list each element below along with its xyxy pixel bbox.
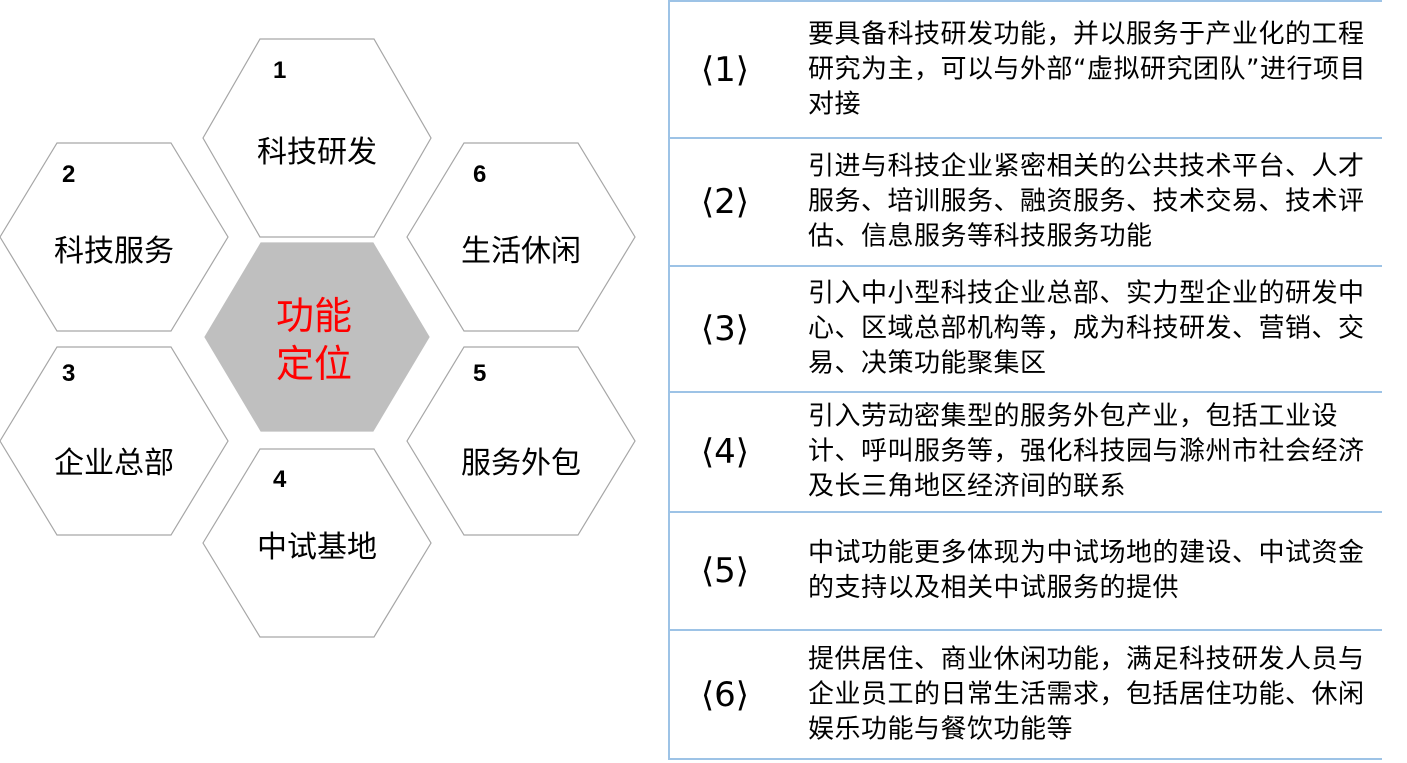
hex-2-tech-service: 2 科技服务 xyxy=(0,142,229,332)
table-row: ⟨4⟩ 引入劳动密集型的服务外包产业，包括工业设计、呼叫服务等，强化科技园与滁州… xyxy=(670,393,1382,513)
hex-label: 科技研发 xyxy=(257,135,377,170)
row-marker: ⟨6⟩ xyxy=(700,674,750,715)
table-row: ⟨5⟩ 中试功能更多体现为中试场地的建设、中试资金的支持以及相关中试服务的提供 xyxy=(670,513,1382,631)
hexagon-diagram: 1 科技研发 2 科技服务 6 生活休闲 功能 定位 3 企业总部 5 服务外包… xyxy=(0,38,636,638)
hex-number: 3 xyxy=(62,360,75,387)
row-marker: ⟨1⟩ xyxy=(700,49,750,90)
hex-number: 1 xyxy=(273,57,286,84)
table-row: ⟨6⟩ 提供居住、商业休闲功能，满足科技研发人员与企业员工的日常生活需求，包括居… xyxy=(670,631,1382,760)
hex-3-headquarters: 3 企业总部 xyxy=(0,346,229,536)
hex-5-outsourcing: 5 服务外包 xyxy=(406,346,636,536)
row-marker: ⟨2⟩ xyxy=(700,182,750,222)
hex-1-research: 1 科技研发 xyxy=(202,38,432,238)
table-row: ⟨3⟩ 引入中小型科技企业总部、实力型企业的研发中心、区域总部机构等，成为科技研… xyxy=(670,267,1382,393)
hex-number: 6 xyxy=(473,161,486,188)
hex-label: 中试基地 xyxy=(257,530,377,565)
hex-center-function: 功能 定位 xyxy=(204,242,430,432)
hex-4-pilot-base: 4 中试基地 xyxy=(202,448,432,638)
row-marker: ⟨3⟩ xyxy=(700,309,750,349)
row-marker: ⟨5⟩ xyxy=(700,551,750,591)
table-row: ⟨2⟩ 引进与科技企业紧密相关的公共技术平台、人才服务、培训服务、融资服务、技术… xyxy=(670,139,1382,267)
hex-label: 生活休闲 xyxy=(461,234,581,269)
hex-number: 2 xyxy=(62,161,75,188)
row-text: 中试功能更多体现为中试场地的建设、中试资金的支持以及相关中试服务的提供 xyxy=(808,538,1365,603)
hex-number: 5 xyxy=(473,360,486,387)
table-row: ⟨1⟩ 要具备科技研发功能，并以服务于产业化的工程研究为主，可以与外部“虚拟研究… xyxy=(670,2,1382,139)
hex-label: 服务外包 xyxy=(461,446,581,481)
row-text: 引入劳动密集型的服务外包产业，包括工业设计、呼叫服务等，强化科技园与滁州市社会经… xyxy=(808,401,1365,502)
hex-number: 4 xyxy=(273,466,287,493)
row-text: 引入中小型科技企业总部、实力型企业的研发中心、区域总部机构等，成为科技研发、营销… xyxy=(808,278,1365,379)
row-marker: ⟨4⟩ xyxy=(700,432,750,472)
center-label-line2: 定位 xyxy=(276,342,352,386)
row-text: 提供居住、商业休闲功能，满足科技研发人员与企业员工的日常生活需求，包括居住功能、… xyxy=(808,644,1365,744)
hex-label: 企业总部 xyxy=(54,446,174,481)
row-text: 引进与科技企业紧密相关的公共技术平台、人才服务、培训服务、融资服务、技术交易、技… xyxy=(808,151,1365,252)
row-text: 要具备科技研发功能，并以服务于产业化的工程研究为主，可以与外部“虚拟研究团队”进… xyxy=(808,19,1366,119)
hex-6-leisure: 6 生活休闲 xyxy=(406,142,636,332)
center-label-line1: 功能 xyxy=(276,294,352,338)
hex-label: 科技服务 xyxy=(54,234,174,269)
function-description-table: ⟨1⟩ 要具备科技研发功能，并以服务于产业化的工程研究为主，可以与外部“虚拟研究… xyxy=(668,0,1382,760)
